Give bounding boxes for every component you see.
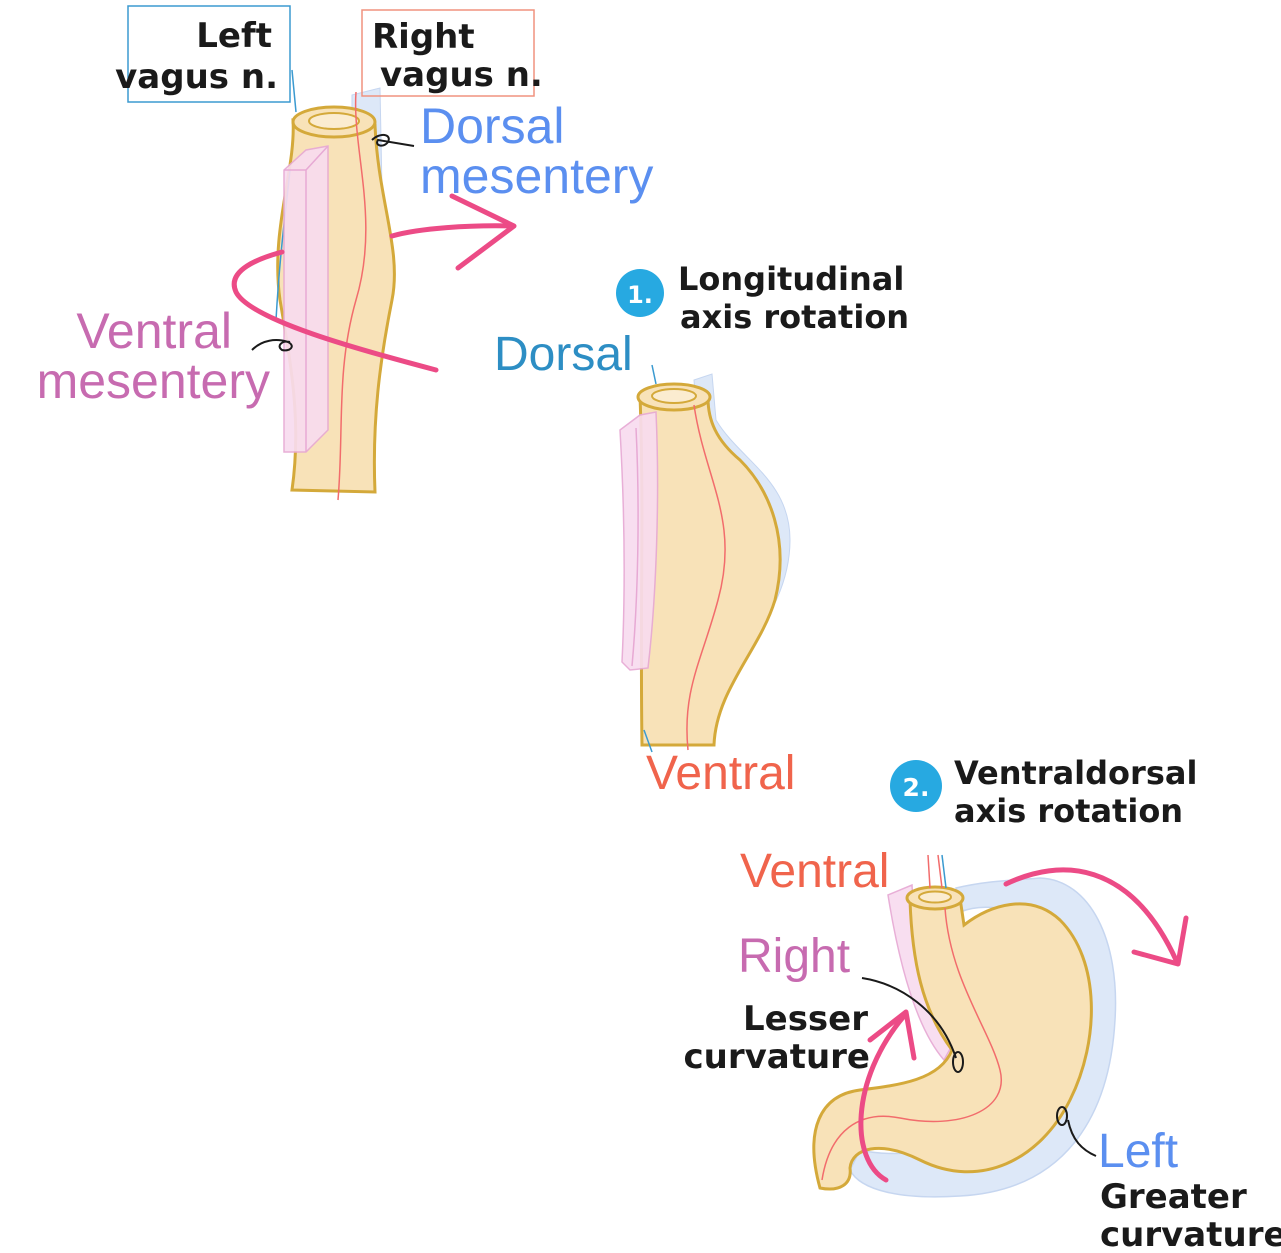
- dorsal-label: Dorsal: [494, 328, 633, 381]
- stage3-nerve-stubs: [928, 855, 942, 888]
- greater-curvature-label-line2: curvature: [1100, 1215, 1281, 1253]
- left-vagus-label-line1: Left: [196, 16, 272, 56]
- stage2-ventral-mesentery: [620, 412, 658, 670]
- stage1-dorsal-mesentery-pointer: [372, 135, 414, 146]
- stage1-tube-opening-inner: [309, 113, 359, 129]
- dorsal-mesentery-label-line1: Dorsal: [420, 98, 564, 154]
- left-label: Left: [1098, 1125, 1178, 1178]
- lesser-curvature-label-line1: Lesser: [743, 999, 868, 1039]
- ventral-label-mid: Ventral: [646, 747, 795, 800]
- stage3-top-rotation-arrowhead: [1134, 918, 1186, 964]
- stage2-tube-group: [620, 365, 790, 752]
- right-vagus-label-line2: vagus n.: [380, 55, 543, 95]
- step1-badge-number: 1.: [627, 281, 653, 309]
- ventral-mesentery-label-line1: Ventral: [76, 303, 232, 359]
- step1-label-line2: axis rotation: [680, 298, 909, 336]
- right-label: Right: [738, 930, 850, 983]
- left-vagus-label-line2: vagus n.: [115, 57, 278, 97]
- stage2-tube-body: [640, 396, 780, 745]
- step2-label-line1: Ventraldorsal: [954, 754, 1197, 792]
- step1-label-line1: Longitudinal: [678, 260, 904, 298]
- step2-label-line2: axis rotation: [954, 792, 1183, 830]
- dorsal-mesentery-label-line2: mesentery: [420, 148, 653, 204]
- step2-badge-number: 2.: [903, 773, 930, 802]
- stage3-stomach-opening-inner: [919, 892, 951, 903]
- ventral-mesentery-label-line2: mesentery: [37, 353, 270, 409]
- ventral-label-bottom: Ventral: [740, 845, 889, 898]
- stage2-tube-opening-inner: [652, 389, 696, 403]
- lesser-curvature-label-line2: curvature: [683, 1037, 870, 1077]
- greater-curvature-label-line1: Greater: [1100, 1177, 1247, 1217]
- stage1-rotation-arrowhead: [452, 196, 514, 268]
- right-vagus-label-line1: Right: [372, 17, 475, 57]
